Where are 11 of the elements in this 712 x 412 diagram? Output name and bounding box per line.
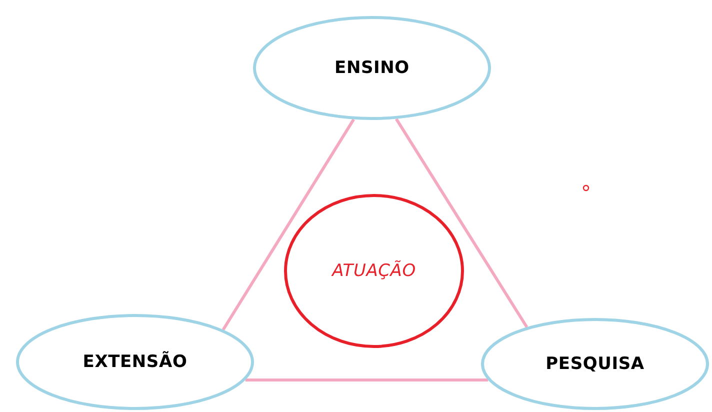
- node-label: ENSINO: [334, 58, 410, 78]
- connector-line: [395, 118, 528, 328]
- ellipse: [16, 314, 254, 410]
- ellipse: [253, 16, 491, 120]
- ellipse: [481, 318, 709, 410]
- circle: [284, 194, 464, 348]
- connector-line: [222, 118, 355, 331]
- node-label: EXTENSÃO: [82, 352, 188, 372]
- node-label: PESQUISA: [546, 354, 644, 374]
- node-label: ATUAÇÃO: [332, 261, 416, 281]
- connector-line: [245, 378, 488, 382]
